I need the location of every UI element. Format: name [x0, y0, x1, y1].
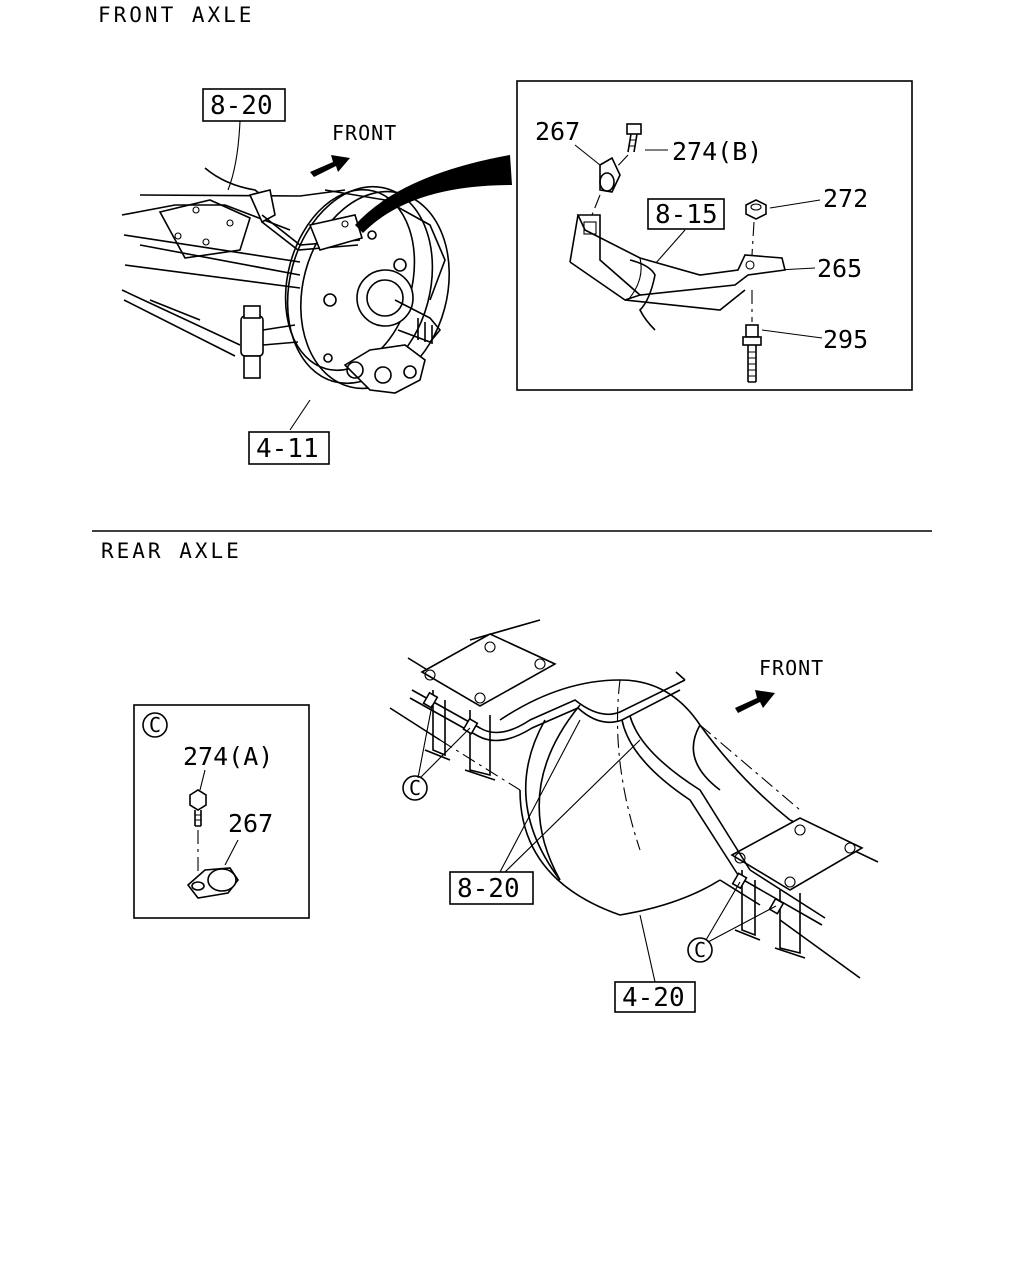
ref-box-8-15	[647, 198, 725, 230]
ref-label-8-20-front: 8-20	[210, 91, 273, 121]
callout-c-left: C	[402, 704, 471, 801]
leader-line	[227, 120, 241, 191]
rear-axle-housing	[389, 619, 879, 979]
part-number-272: 272	[823, 184, 868, 213]
detail-pointer	[355, 155, 512, 233]
callout-c-right: C	[687, 881, 777, 963]
front-axle-beam	[121, 189, 346, 379]
ref-label-8-20-rear: 8-20	[457, 874, 520, 904]
nut-272-icon	[745, 199, 767, 220]
rear-axle-title: REAR AXLE	[101, 539, 242, 563]
leader-line	[504, 739, 641, 873]
ref-label-4-11: 4-11	[256, 434, 319, 464]
part-number-295: 295	[823, 325, 868, 354]
part-number-267: 267	[535, 117, 580, 146]
leader-line	[499, 719, 581, 873]
clip-267-icon	[599, 156, 621, 193]
stud-295-icon	[742, 290, 762, 383]
clip-267-rear-icon	[186, 867, 239, 899]
rear-front-direction-label: FRONT	[759, 656, 824, 680]
ref-label-4-20: 4-20	[622, 983, 685, 1013]
ref-box-8-20-rear: 8-20	[449, 871, 534, 905]
rear-detail-panel: C 274(A) 267	[133, 704, 310, 919]
ref-label-8-15: 8-15	[655, 200, 718, 230]
front-detail-panel: 267 274(B) 272 265 295 8-15	[516, 80, 913, 391]
part-number-267-rear: 267	[228, 809, 273, 838]
part-number-274b: 274(B)	[672, 137, 762, 166]
detail-letter: C	[149, 713, 162, 737]
part-number-274a: 274(A)	[183, 742, 273, 771]
ref-box-4-11: 4-11	[248, 431, 330, 465]
rear-front-arrow-icon	[735, 690, 775, 713]
front-sensor-harness	[204, 167, 364, 251]
callout-c-left-label: C	[409, 776, 422, 800]
bolt-274b-icon	[626, 123, 642, 153]
ref-box-4-20: 4-20	[614, 981, 696, 1013]
rear-brake-harness	[409, 671, 826, 926]
bolt-274a-icon	[189, 789, 207, 827]
front-axle-title: FRONT AXLE	[98, 3, 254, 27]
front-arrow-icon	[310, 155, 350, 177]
bracket-265-icon	[569, 214, 786, 331]
detail-letter-circle	[142, 712, 168, 738]
leader-line	[639, 914, 656, 983]
part-number-265: 265	[817, 254, 862, 283]
front-direction-label: FRONT	[332, 121, 397, 145]
leader-line	[289, 399, 311, 431]
ref-box-8-20-front: 8-20	[202, 88, 286, 122]
callout-c-right-label: C	[694, 938, 707, 962]
